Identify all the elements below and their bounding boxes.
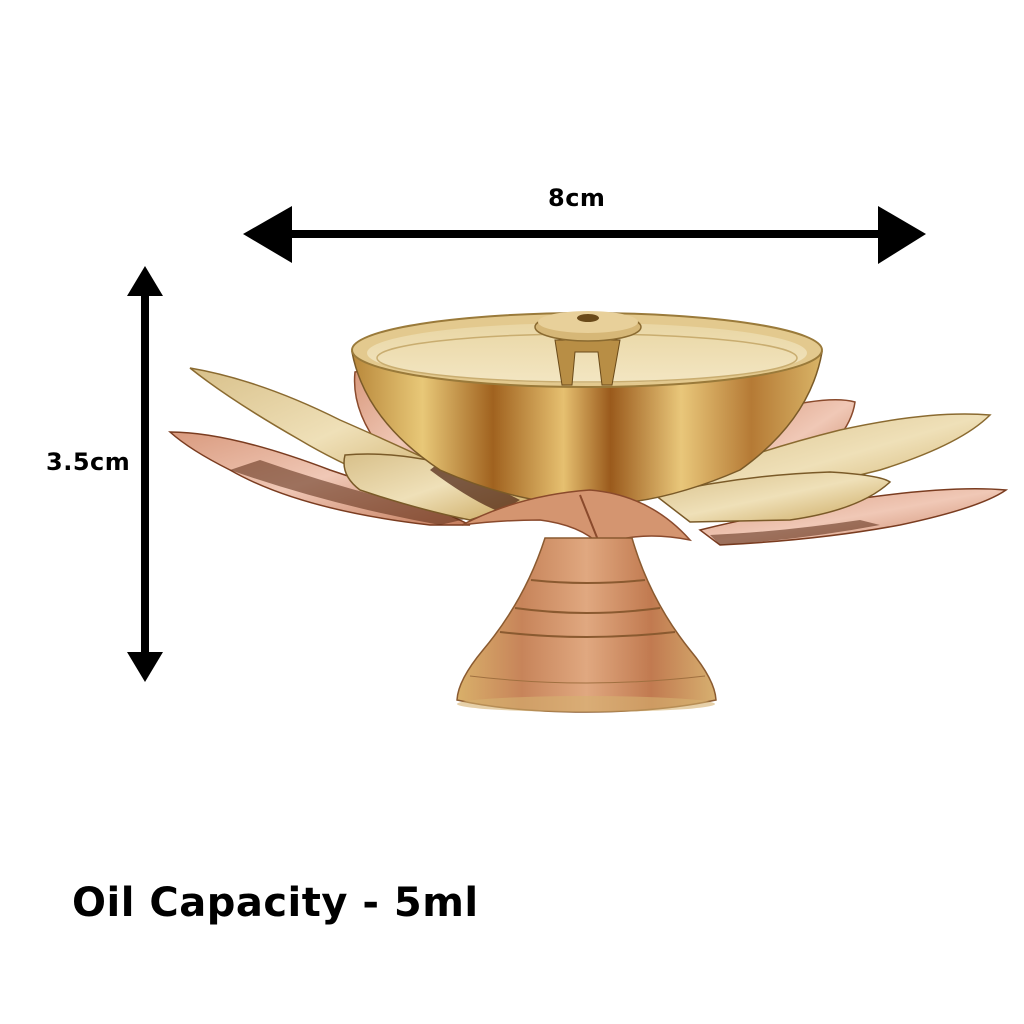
pedestal-base	[456, 537, 717, 713]
height-dimension-arrow	[127, 266, 163, 682]
arrow-up-icon	[127, 266, 163, 296]
height-dimension-label: 3.5cm	[46, 448, 131, 476]
oil-capacity-caption: Oil Capacity - 5ml	[72, 880, 479, 926]
wick-holder	[534, 311, 642, 386]
arrow-down-icon	[127, 652, 163, 682]
width-dimension-arrow	[243, 206, 926, 264]
arrow-left-icon	[243, 206, 292, 263]
width-dimension-label: 8cm	[548, 184, 606, 212]
arrow-right-icon	[878, 206, 926, 264]
